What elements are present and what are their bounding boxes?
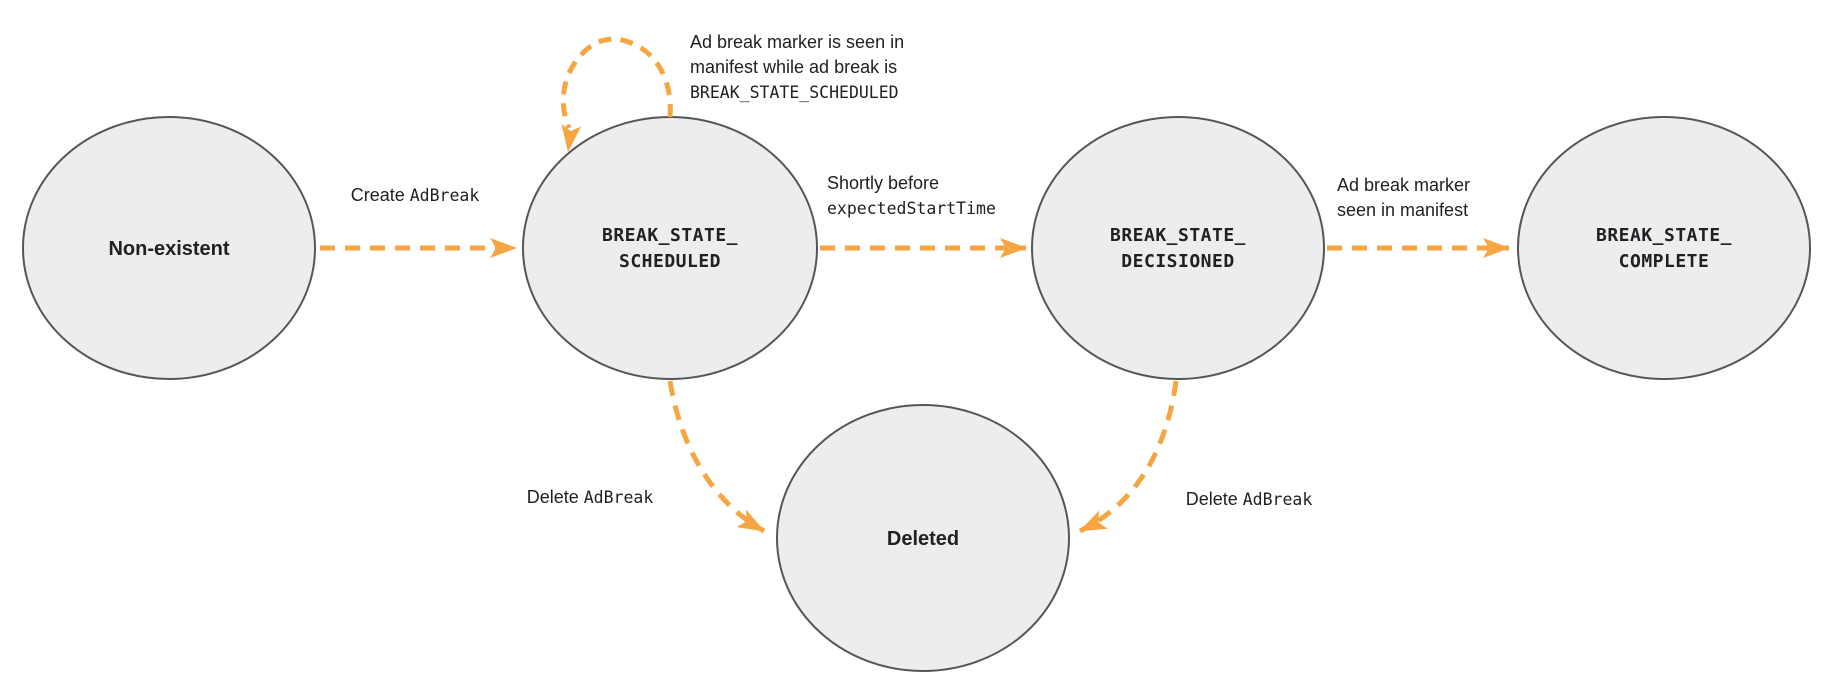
transition-label-line: Ad break marker <box>1337 175 1471 195</box>
state-circle-non-existent <box>22 116 316 380</box>
transition-label-line: Ad break marker is seen in <box>690 32 905 52</box>
state-circle-deleted <box>776 404 1070 672</box>
transition-label-delete-adbreak-right: Delete AdBreak <box>1186 487 1313 512</box>
transition-arrow-delete-left <box>667 380 766 534</box>
state-label-line: SCHEDULED <box>618 251 722 272</box>
transition-label-text: Shortly before <box>827 173 940 193</box>
transition-arrow-self-loop <box>560 36 673 129</box>
transition-label-code: AdBreak <box>583 488 654 507</box>
transition-label-text: Delete <box>526 487 579 507</box>
transition-label-text: Create <box>350 185 405 205</box>
state-label-line: BREAK_STATE_ <box>601 225 739 246</box>
state-label-line: COMPLETE <box>1618 251 1710 272</box>
state-label-break-state-scheduled: BREAK_STATE_ SCHEDULED <box>602 223 738 275</box>
state-label-deleted: Deleted <box>886 528 960 550</box>
state-circle-break-state-complete <box>1517 116 1811 380</box>
state-label-line: BREAK_STATE_ <box>1595 225 1733 246</box>
transition-label-self-loop: Ad break marker is seen in manifest whil… <box>690 30 904 105</box>
transition-label-line: manifest while ad break is <box>690 57 898 77</box>
state-label-non-existent: Non-existent <box>108 238 230 260</box>
transition-label-shortly-before: Shortly before expectedStartTime <box>827 171 996 221</box>
transition-label-code: AdBreak <box>409 186 480 205</box>
transition-label-create-adbreak: Create AdBreak <box>351 183 480 208</box>
self-loop-arrowhead-icon <box>561 123 582 152</box>
state-label-line: BREAK_STATE_ <box>1109 225 1247 246</box>
transition-label-code: AdBreak <box>1242 490 1313 509</box>
state-label-break-state-complete: BREAK_STATE_ COMPLETE <box>1596 223 1732 275</box>
transition-label-code: expectedStartTime <box>827 199 996 218</box>
state-label-line: DECISIONED <box>1121 251 1235 272</box>
transition-label-code: BREAK_STATE_SCHEDULED <box>690 83 899 102</box>
transition-label-delete-adbreak-left: Delete AdBreak <box>527 485 654 510</box>
state-circle-break-state-decisioned <box>1031 116 1325 380</box>
transition-label-line: seen in manifest <box>1337 200 1469 220</box>
transition-arrow-delete-right <box>1078 380 1179 534</box>
transition-label-text: Delete <box>1185 489 1238 509</box>
transition-label-marker-seen: Ad break marker seen in manifest <box>1337 173 1470 223</box>
state-label-break-state-decisioned: BREAK_STATE_ DECISIONED <box>1110 223 1246 275</box>
